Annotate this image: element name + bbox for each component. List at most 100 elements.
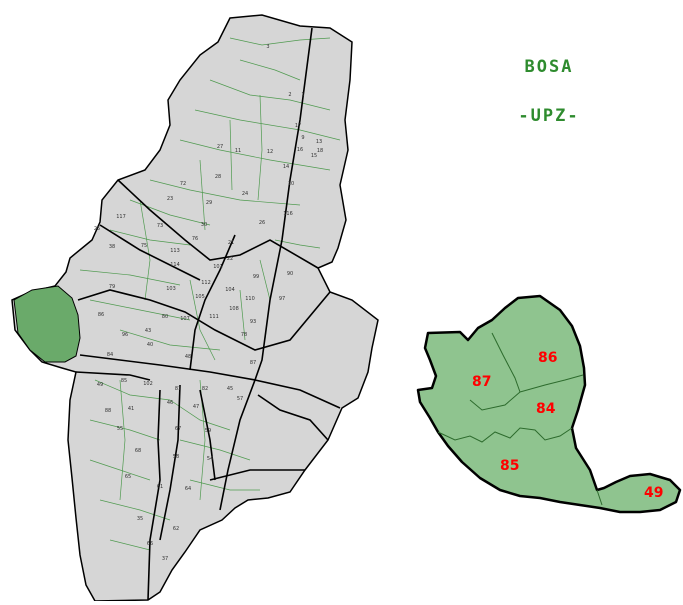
city-upz-number: 114 [170, 262, 180, 268]
city-upz-number: 43 [145, 328, 151, 334]
inset-boundary-86-84 [519, 374, 584, 393]
city-upz-number: 45 [227, 386, 233, 392]
upz-subtitle: -UPZ- [518, 106, 580, 126]
city-upz-number: 47 [193, 404, 199, 410]
city-upz-number: 57 [237, 396, 243, 402]
city-upz-number: 90 [287, 271, 293, 277]
city-upz-number: 62 [173, 526, 179, 532]
city-upz-number: 49 [97, 382, 103, 388]
city-upz-number: 22 [227, 256, 233, 262]
bosa-inset: 86 87 84 85 49 [416, 294, 682, 514]
city-upz-number: 82 [202, 386, 208, 392]
city-upz-number: 11 [235, 148, 241, 154]
city-upz-number: 111 [209, 314, 219, 320]
city-upz-number: 38 [109, 244, 115, 250]
city-upz-number: 61 [157, 484, 163, 490]
city-upz-number: 97 [279, 296, 285, 302]
city-upz-number: 18 [317, 148, 323, 154]
city-upz-number: 37 [162, 556, 168, 562]
city-upz-number: 93 [250, 319, 256, 325]
upz-boundaries [79, 37, 341, 551]
inset-boundary-86-87 [491, 332, 521, 393]
city-upz-number: 3 [266, 44, 269, 50]
city-upz-number: 29 [206, 200, 212, 206]
city-upz-number: 66 [147, 541, 153, 547]
city-upz-number: 35 [137, 516, 143, 522]
city-upz-number: 46 [167, 400, 173, 406]
bosa-highlight [13, 285, 81, 363]
city-upz-number: 64 [185, 486, 191, 492]
city-upz-number: 10 [288, 181, 294, 187]
city-upz-number: 24 [242, 191, 248, 197]
locality-boundaries [75, 27, 341, 601]
city-upz-number: 116 [283, 211, 293, 217]
city-upz-number: 17 [295, 123, 301, 129]
city-upz-number: 85 [121, 378, 127, 384]
city-upz-number: 65 [125, 474, 131, 480]
city-upz-number: 86 [98, 312, 104, 318]
city-upz-number: 88 [105, 408, 111, 414]
inset-upz-label-87: 87 [472, 374, 491, 390]
inset-boundary-85 [437, 427, 573, 443]
city-upz-number: 107 [180, 316, 190, 322]
inset-upz-label-49: 49 [644, 485, 663, 501]
inset-upz-label-86: 86 [538, 350, 557, 366]
city-upz-number: 67 [175, 426, 181, 432]
city-upz-number: 26 [259, 220, 265, 226]
city-upz-number: 12 [267, 149, 273, 155]
city-upz-number: 104 [225, 287, 235, 293]
city-upz-number: 13 [316, 139, 322, 145]
city-upz-number: 14 [283, 164, 289, 170]
city-upz-number: 117 [116, 214, 126, 220]
city-upz-number: 41 [128, 406, 134, 412]
city-upz-number: 75 [141, 243, 147, 249]
city-upz-number: 16 [297, 147, 303, 153]
city-outline [11, 14, 379, 602]
locality-title: BOSA [524, 57, 574, 77]
city-upz-number: 15 [311, 153, 317, 159]
city-upz-number: 105 [195, 294, 205, 300]
city-upz-number: 108 [229, 306, 239, 312]
city-upz-number: 78 [241, 332, 247, 338]
city-upz-number: 1 [301, 92, 304, 98]
city-upz-number: 68 [135, 448, 141, 454]
city-upz-number: 96 [122, 332, 128, 338]
city-upz-number: 84 [107, 352, 113, 358]
city-upz-number: 112 [201, 280, 211, 286]
city-upz-number: 28 [215, 174, 221, 180]
city-upz-number: 30 [201, 222, 207, 228]
city-upz-number: 55 [117, 426, 123, 432]
city-upz-number: 87 [250, 360, 256, 366]
city-upz-number: 54 [207, 456, 213, 462]
city-upz-number: 110 [245, 296, 255, 302]
city-upz-number: 81 [175, 386, 181, 392]
city-upz-number: 25 [94, 226, 100, 232]
inset-upz-label-84: 84 [536, 401, 556, 417]
inset-outline [416, 294, 682, 514]
city-upz-number: 99 [253, 274, 259, 280]
inset-boundary-87-84 [469, 391, 521, 411]
city-upz-number: 2 [288, 92, 291, 98]
city-upz-number: 103 [166, 286, 176, 292]
inset-upz-label-85: 85 [500, 458, 519, 474]
inset-boundary-49 [596, 489, 603, 506]
city-upz-number: 48 [185, 354, 191, 360]
city-upz-number: 80 [162, 314, 168, 320]
city-upz-number: 58 [173, 454, 179, 460]
city-upz-number: 59 [205, 428, 211, 434]
city-upz-number: 72 [180, 181, 186, 187]
city-upz-number: 73 [157, 223, 163, 229]
city-upz-number: 21 [228, 240, 234, 246]
city-upz-number: 23 [167, 196, 173, 202]
city-upz-number: 101 [213, 264, 223, 270]
city-upz-number: 113 [170, 248, 180, 254]
city-upz-number: 79 [109, 284, 115, 290]
city-upz-number: 76 [192, 236, 198, 242]
city-upz-number: 102 [143, 381, 153, 387]
city-upz-number: 27 [217, 144, 223, 150]
city-upz-number: 9 [301, 135, 304, 141]
city-upz-number: 40 [147, 342, 153, 348]
